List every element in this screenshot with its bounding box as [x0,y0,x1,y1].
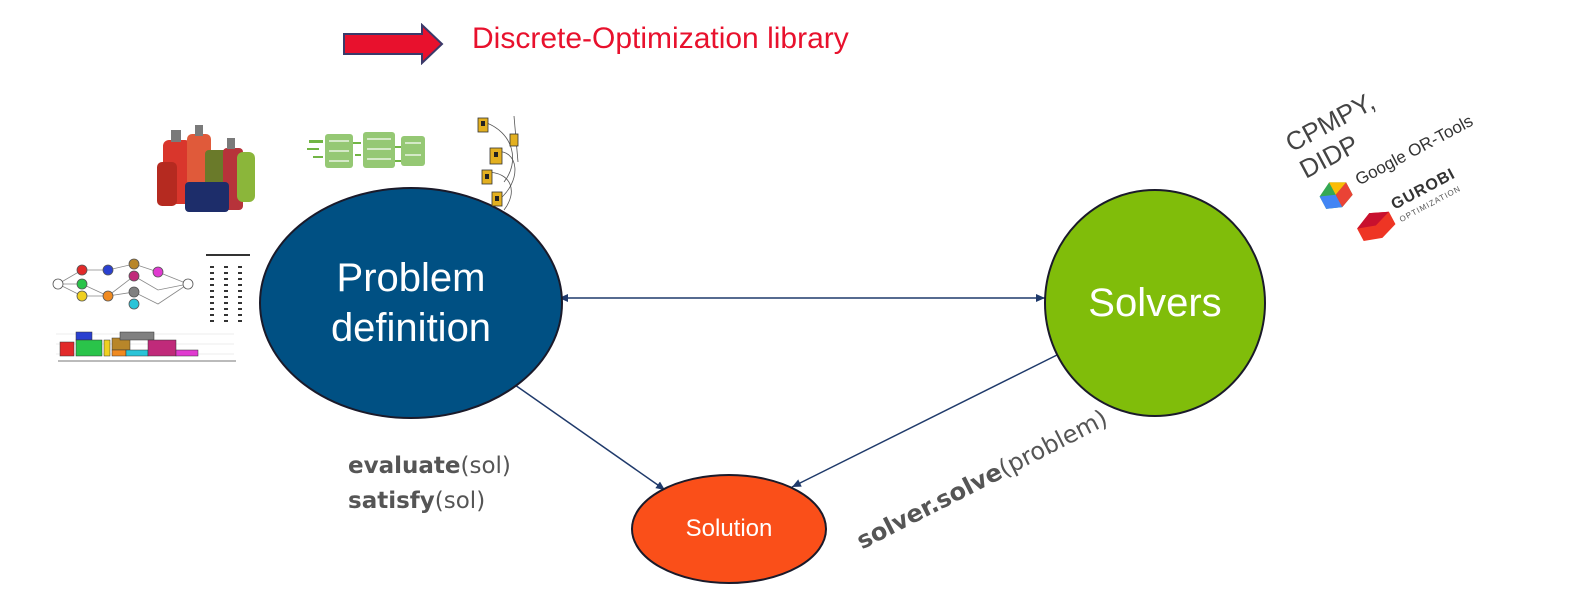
google-or-tools-logo-icon [1319,182,1353,209]
evaluate-fn: evaluate [348,453,461,479]
problem-definition-node [259,187,563,419]
problem-solution-connector [504,377,666,491]
problem-label-line1: Problem [336,256,486,300]
gurobi-logo-icon [1357,211,1396,242]
graph-schedule-thumbnail-icon [52,254,250,362]
satisfy-fn: satisfy [348,488,435,514]
library-title: Discrete-Optimization library [472,22,849,55]
network-thumbnail-icon [477,115,519,211]
satisfy-method-label: satisfy(sol) [348,488,485,514]
luggage-icon [157,125,255,212]
solvers-label: Solvers [1088,280,1222,325]
problem-definition-label: Problem definition [258,186,564,420]
solution-label: Solution [685,515,773,542]
problem-label-line2: definition [330,306,492,350]
solvers-node [1044,189,1266,417]
scatter-thumbnail-icon [307,132,425,168]
evaluate-arg: (sol) [460,453,511,479]
solver-brands-panel: CPMPY, DIDP Google OR-Tools GUROBI OPTIM… [1264,0,1573,278]
solution-node [631,474,827,584]
header-arrow-icon [343,23,444,65]
evaluate-method-label: evaluate(sol) [348,453,511,479]
google-or-tools-label: Google OR-Tools [1352,111,1477,190]
solvers-solution-connector [791,354,1058,488]
satisfy-arg: (sol) [434,488,486,514]
